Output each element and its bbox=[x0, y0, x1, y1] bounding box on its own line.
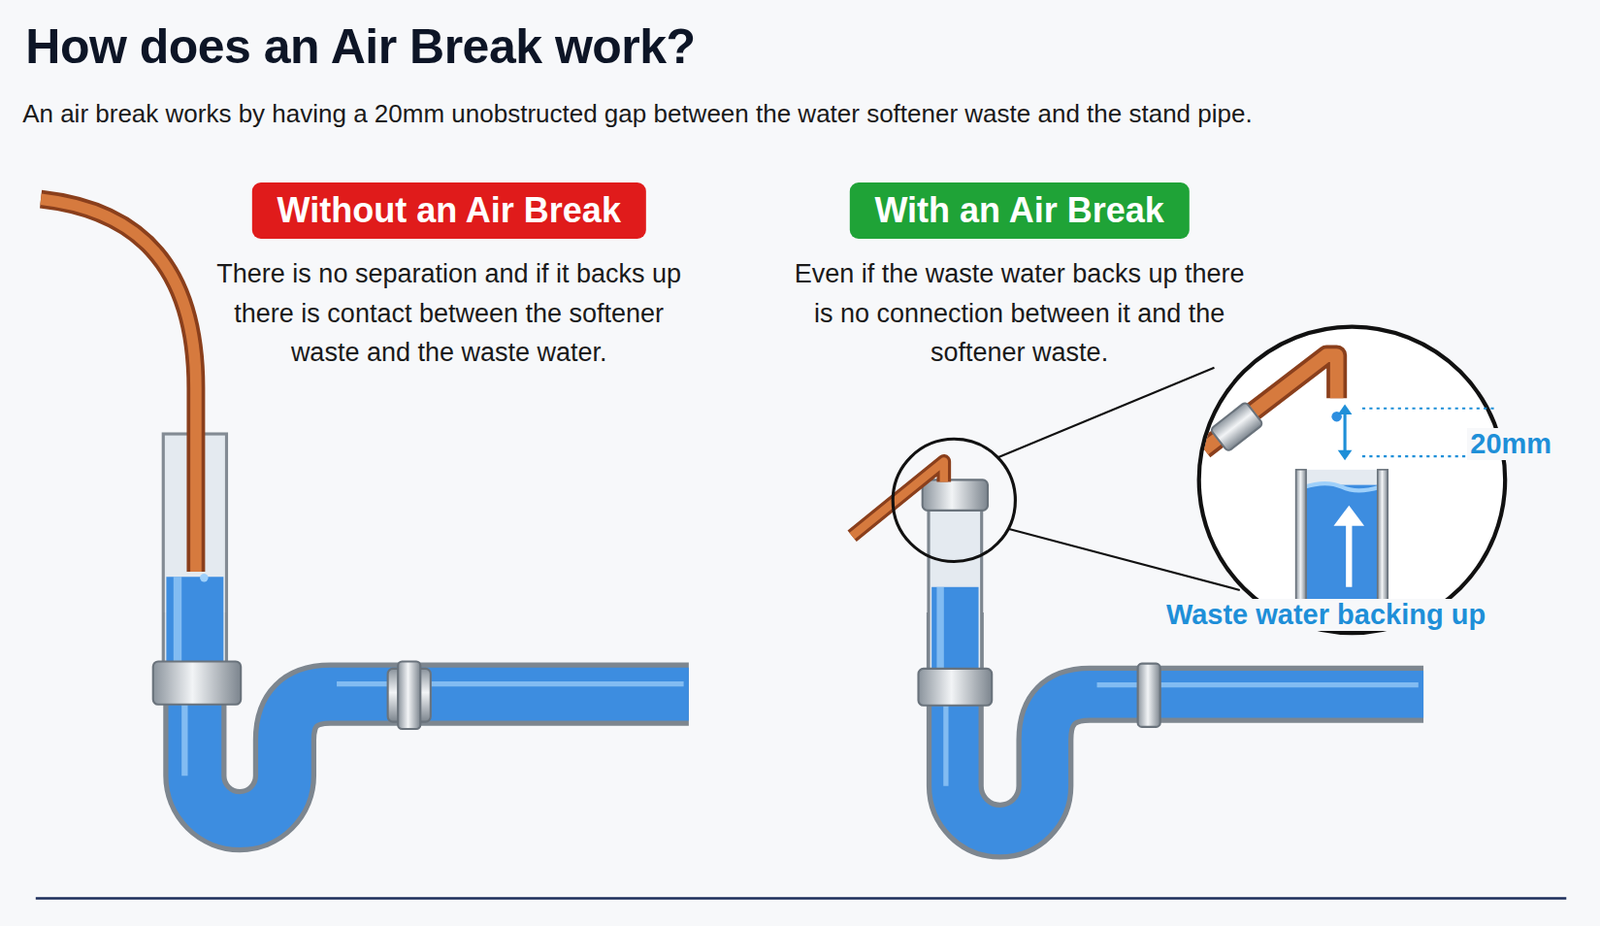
left-trap bbox=[40, 198, 689, 820]
badge-heading: Without an Air Break bbox=[277, 190, 621, 231]
badge-box: With an Air BreakEven if the waste water… bbox=[848, 182, 1189, 239]
badge-heading: With an Air Break bbox=[874, 190, 1164, 231]
badge-description: There is no separation and if it backs u… bbox=[216, 254, 683, 373]
base-line bbox=[35, 896, 1567, 900]
subtitle: An air break works by having a 20mm unob… bbox=[22, 98, 1253, 130]
badge-description: Even if the waste water backs up there i… bbox=[786, 254, 1253, 373]
badge-box: Without an Air BreakThere is no separati… bbox=[252, 182, 647, 239]
dimension-label: 20mm bbox=[1467, 427, 1555, 460]
callout-label: Waste water backing up bbox=[1163, 598, 1489, 631]
diagram-title: How does an Air Break work? bbox=[25, 18, 695, 75]
